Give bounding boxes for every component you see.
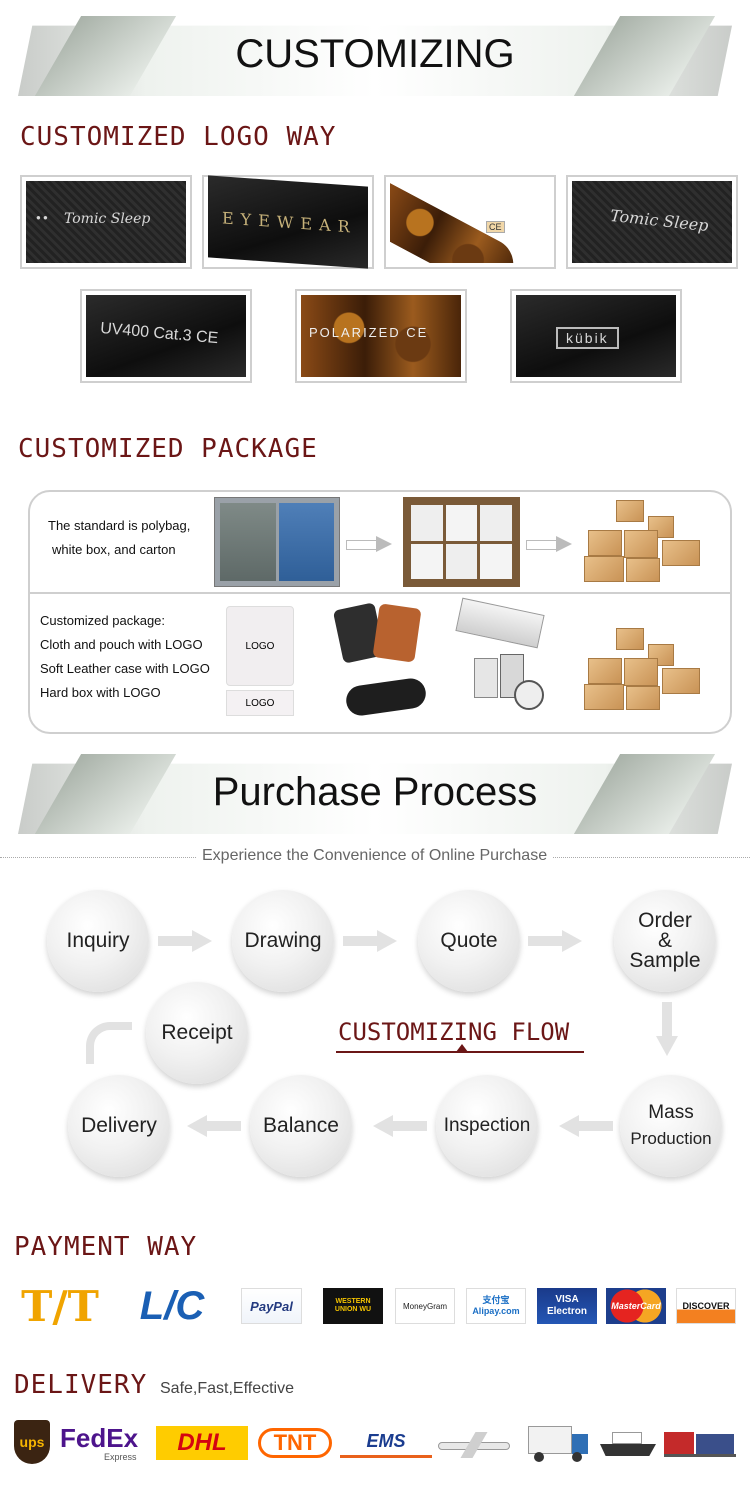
- train-icon: [664, 1426, 736, 1460]
- step-label: Delivery: [81, 1114, 157, 1137]
- discover-logo: DISCOVER: [676, 1288, 736, 1324]
- custom-line: Customized package:: [40, 613, 166, 628]
- fedex-wordmark: FedEx: [60, 1422, 139, 1453]
- arrow-icon: [526, 536, 572, 552]
- step-label: Mass: [648, 1102, 694, 1123]
- customizing-banner: CUSTOMIZING: [18, 16, 732, 96]
- curved-arrow-icon: [86, 1022, 132, 1064]
- arrow-left-icon: [186, 1115, 241, 1137]
- logo-sample-photo: EYEWEAR: [202, 175, 374, 269]
- fedex-express-label: Express: [104, 1452, 137, 1462]
- logo-sample-photo: POLARIZED CE: [295, 289, 467, 383]
- flow-label: CUSTOMIZING FLOW: [338, 1018, 570, 1046]
- engraved-text: Tomic Sleep: [609, 205, 710, 236]
- step-label: Sample: [629, 949, 701, 972]
- logo-sample-photo: kübik: [510, 289, 682, 383]
- divider: [30, 592, 730, 594]
- package-heading: CUSTOMIZED PACKAGE: [18, 434, 318, 464]
- tube-cases: [470, 654, 546, 714]
- step-label: Order: [638, 909, 692, 932]
- engraved-text: UV400 Cat.3 CE: [99, 319, 219, 348]
- cloth-pouch: LOGO: [226, 606, 294, 686]
- engraved-text: Tomic Sleep: [64, 211, 151, 227]
- standard-package-text: The standard is polybag, white box, and …: [48, 514, 190, 562]
- logo-sample-photo: ● ● Tomic Sleep: [20, 175, 192, 269]
- fedex-logo: FedEx: [60, 1422, 146, 1453]
- arrow-right-icon: [343, 930, 398, 952]
- western-union-logo: WESTERN UNION WU: [323, 1288, 383, 1324]
- carton-photo: [584, 624, 704, 712]
- standard-line: The standard is polybag,: [48, 518, 191, 533]
- step-inquiry: Inquiry: [47, 890, 149, 992]
- engraved-badge: kübik: [556, 327, 619, 349]
- engraved-text: POLARIZED CE: [309, 325, 429, 340]
- step-mass-production: Mass Production: [620, 1075, 722, 1177]
- step-label: Production: [630, 1129, 712, 1148]
- step-label: &: [657, 929, 672, 952]
- leather-case-brown: [372, 603, 422, 663]
- arrow-right-icon: [158, 930, 213, 952]
- polybag-photo: [214, 497, 340, 587]
- delivery-heading: DELIVERY: [14, 1370, 148, 1400]
- step-label: Balance: [263, 1114, 339, 1137]
- logo-sample-photo: Tomic Sleep: [566, 175, 738, 269]
- paypal-logo: PayPal: [241, 1288, 302, 1324]
- truck-icon: [528, 1424, 590, 1462]
- delivery-tagline: Safe,Fast,Effective: [160, 1380, 294, 1397]
- banner-title: CUSTOMIZING: [235, 32, 515, 76]
- arrow-icon: [346, 536, 392, 552]
- arrow-down-icon: [656, 1002, 678, 1058]
- dhl-logo: DHL: [156, 1426, 248, 1460]
- ems-logo: EMS: [340, 1428, 432, 1458]
- arrow-left-icon: [372, 1115, 427, 1137]
- step-quote: Quote: [418, 890, 520, 992]
- step-label: Receipt: [161, 1021, 233, 1044]
- banner-title: Purchase Process: [212, 770, 538, 814]
- step-inspection: Inspection: [436, 1075, 538, 1177]
- flow-pointer-icon: [456, 1044, 468, 1052]
- tnt-logo: TNT: [258, 1428, 332, 1458]
- purchase-process-banner: Purchase Process: [18, 754, 732, 834]
- step-label: Inspection: [443, 1115, 531, 1136]
- pouch-logo: LOGO: [245, 640, 275, 652]
- process-subtitle: Experience the Convenience of Online Pur…: [196, 847, 554, 865]
- alipay-logo: 支付宝 Alipay.com: [466, 1288, 526, 1324]
- step-label: Drawing: [244, 929, 322, 952]
- step-balance: Balance: [250, 1075, 352, 1177]
- visa-electron-logo: VISA Electron: [537, 1288, 597, 1324]
- custom-package-text: Customized package: Cloth and pouch with…: [40, 609, 210, 705]
- step-order-sample: Order & Sample: [614, 890, 716, 992]
- cloth-logo: LOGO: [245, 697, 275, 709]
- ups-logo: ups: [14, 1420, 50, 1464]
- engraved-text: EYEWEAR: [222, 208, 357, 237]
- mastercard-logo: MasterCard: [606, 1288, 666, 1324]
- white-box-photo: [403, 497, 520, 587]
- standard-line: white box, and carton: [52, 542, 176, 557]
- arrow-left-icon: [558, 1115, 613, 1137]
- step-delivery: Delivery: [68, 1075, 170, 1177]
- step-label: Inquiry: [66, 929, 130, 952]
- arrow-right-icon: [528, 930, 583, 952]
- step-label: Quote: [440, 929, 498, 952]
- carton-photo: [584, 496, 704, 584]
- custom-line: Soft Leather case with LOGO: [40, 661, 210, 676]
- logo-sample-photo: CE: [384, 175, 556, 269]
- airplane-icon: [438, 1432, 514, 1458]
- step-receipt: Receipt: [146, 982, 248, 1084]
- logo-way-heading: CUSTOMIZED LOGO WAY: [20, 122, 337, 152]
- engraved-text: CE: [486, 221, 505, 233]
- flow-underline: [336, 1051, 584, 1053]
- step-drawing: Drawing: [232, 890, 334, 992]
- custom-line: Cloth and pouch with LOGO: [40, 637, 203, 652]
- tt-logo: T/T: [21, 1284, 99, 1328]
- logo-sample-photo: UV400 Cat.3 CE: [80, 289, 252, 383]
- custom-line: Hard box with LOGO: [40, 685, 161, 700]
- moneygram-logo: MoneyGram: [395, 1288, 455, 1324]
- lc-logo: L/C: [139, 1284, 205, 1328]
- cleaning-cloth: LOGO: [226, 690, 294, 716]
- ship-icon: [600, 1428, 656, 1460]
- payment-heading: PAYMENT WAY: [14, 1232, 198, 1262]
